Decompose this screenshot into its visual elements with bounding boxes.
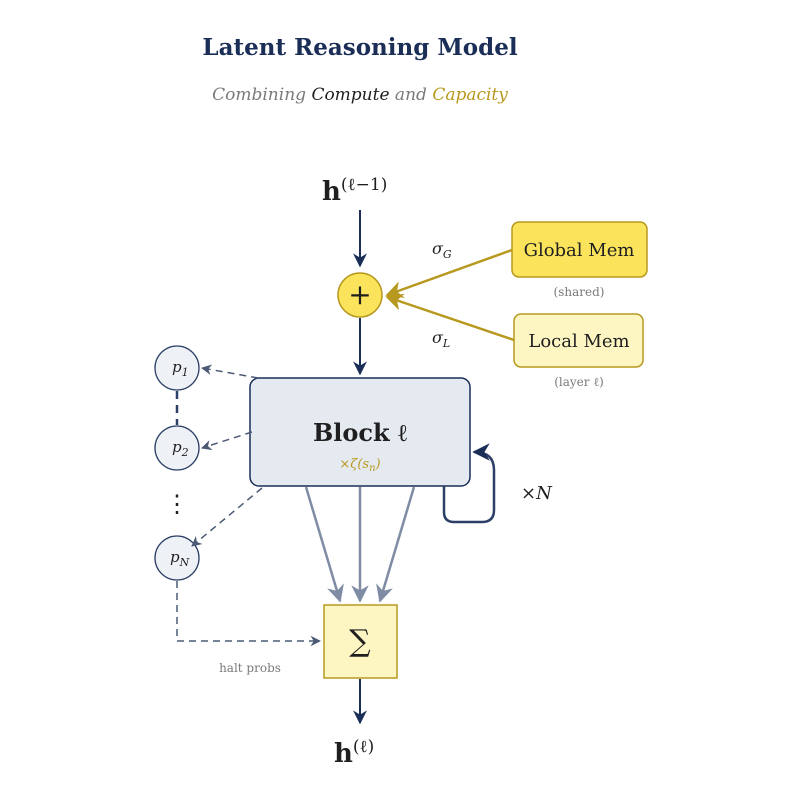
halt-node-2-sub: 2 bbox=[181, 446, 189, 459]
halt-ellipsis: ⋮ bbox=[165, 490, 189, 518]
output-label: h(ℓ) bbox=[334, 737, 374, 769]
block-to-p1-arrow bbox=[200, 364, 259, 379]
local-mem-caption: (layer ℓ) bbox=[554, 375, 604, 389]
block-scale-suffix: ) bbox=[375, 457, 381, 472]
loop-label-var: N bbox=[535, 483, 553, 504]
halt-node-2-label: p2 bbox=[172, 438, 189, 459]
local-mem-arrow bbox=[385, 293, 515, 342]
halt-node-1-label: p1 bbox=[172, 358, 189, 379]
global-mem-label: Global Mem bbox=[524, 240, 635, 261]
halt-to-sum-arrow bbox=[176, 581, 322, 647]
page-title: Latent Reasoning Model bbox=[202, 34, 517, 61]
global-mem-arrow bbox=[385, 248, 513, 298]
global-gate-base: σ bbox=[432, 239, 444, 258]
halt-node-n-base: p bbox=[170, 548, 180, 566]
local-gate-label: σL bbox=[432, 328, 450, 350]
block-to-sum-arrow-left bbox=[304, 486, 344, 603]
block-label: Block ℓ bbox=[313, 418, 407, 447]
halt-probs-label: halt probs bbox=[219, 661, 281, 675]
subtitle-part-4: Capacity bbox=[432, 85, 508, 105]
halt-node-n-label: pN bbox=[170, 548, 190, 569]
block-to-sum-arrow-right bbox=[376, 486, 416, 603]
loop-label-prefix: × bbox=[521, 483, 536, 504]
output-base: h bbox=[334, 739, 353, 769]
halt-node-n bbox=[154, 535, 200, 581]
global-gate-label: σG bbox=[432, 239, 452, 261]
input-label: h(ℓ−1) bbox=[322, 175, 387, 207]
global-gate-sub: G bbox=[443, 248, 452, 261]
subtitle-part-1: Combining bbox=[212, 85, 311, 105]
block-scale-sub: n bbox=[369, 463, 375, 474]
block-scale: ×ζ(sn) bbox=[339, 457, 380, 474]
page-subtitle: Combining Compute and Capacity bbox=[212, 85, 508, 105]
halt-node-1-base: p bbox=[172, 358, 182, 376]
local-gate-sub: L bbox=[442, 337, 450, 350]
block-scale-prefix: ×ζ(s bbox=[339, 457, 369, 472]
local-mem-label: Local Mem bbox=[528, 331, 629, 352]
subtitle-part-3: and bbox=[390, 85, 433, 105]
halt-node-1-sub: 1 bbox=[182, 366, 189, 379]
sum-node bbox=[323, 604, 398, 679]
loop-label: ×N bbox=[521, 483, 553, 504]
input-base: h bbox=[322, 177, 341, 207]
halt-node-2 bbox=[154, 425, 200, 471]
output-superscript: (ℓ) bbox=[353, 737, 374, 757]
halt-node-n-sub: N bbox=[179, 556, 190, 569]
input-superscript: (ℓ−1) bbox=[341, 175, 387, 195]
add-node bbox=[337, 272, 383, 318]
loop-arrow bbox=[442, 443, 496, 524]
local-mem-box bbox=[513, 313, 644, 368]
block-to-pn-arrow bbox=[191, 487, 263, 547]
local-gate-base: σ bbox=[432, 328, 444, 347]
add-node-symbol: + bbox=[348, 278, 371, 311]
halt-node-2-base: p bbox=[172, 438, 182, 456]
global-mem-box bbox=[511, 221, 648, 278]
subtitle-part-2: Compute bbox=[311, 85, 389, 105]
sum-node-symbol: ∑ bbox=[349, 624, 371, 659]
block-to-p2-arrow bbox=[200, 431, 253, 451]
global-mem-caption: (shared) bbox=[554, 285, 605, 299]
halt-node-1 bbox=[154, 345, 200, 391]
